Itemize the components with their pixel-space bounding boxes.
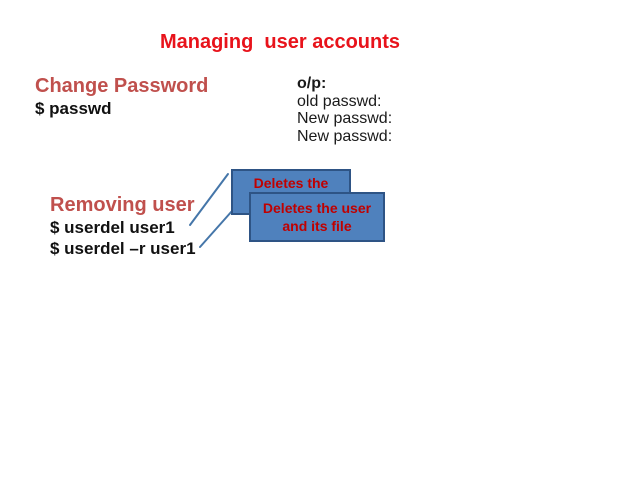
connector-line-userdel: [189, 173, 229, 226]
output-line-old-passwd: old passwd:: [297, 92, 382, 110]
output-line-new-passwd-2: New passwd:: [297, 127, 393, 145]
change-password-heading: Change Password: [35, 75, 209, 97]
change-password-section: Change Password $ passwd: [35, 74, 208, 119]
callout-back-text: Deletes the: [253, 175, 329, 191]
userdel-r-command: $ userdel –r user1: [50, 239, 196, 258]
callout-front-line1: Deletes the user: [262, 200, 372, 216]
output-label: o/p:: [297, 75, 327, 92]
passwd-command: $ passwd: [35, 99, 112, 118]
output-line-new-passwd-1: New passwd:: [297, 110, 393, 127]
userdel-command: $ userdel user1: [50, 218, 175, 237]
callout-deletes-user-and-files: Deletes the user and its file: [249, 192, 385, 242]
removing-user-section: Removing user $ userdel user1 $ userdel …: [50, 193, 196, 259]
removing-user-heading: Removing user: [50, 194, 195, 216]
callout-front-line2: and its file: [282, 218, 352, 234]
output-section: o/p: old passwd: New passwd: New passwd:: [297, 75, 392, 145]
slide-title: Managing user accounts: [159, 31, 401, 53]
